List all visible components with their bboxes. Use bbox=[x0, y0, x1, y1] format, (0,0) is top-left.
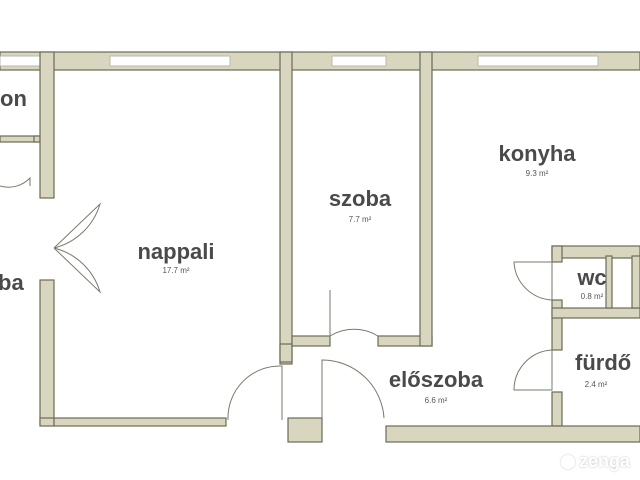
room-name-balkon: on bbox=[0, 86, 27, 111]
room-name-konyha: konyha bbox=[498, 141, 576, 166]
doors bbox=[0, 176, 553, 421]
room-name-szoba: szoba bbox=[329, 186, 392, 211]
room-area-konyha: 9.3 m² bbox=[526, 169, 549, 178]
zenga-logo-icon bbox=[560, 454, 575, 469]
room-area-wc: 0.8 m² bbox=[581, 292, 604, 301]
room-area-furdo: 2.4 m² bbox=[585, 380, 608, 389]
brand-logo: zenga bbox=[560, 451, 630, 472]
room-name-furdo: fürdő bbox=[575, 350, 631, 375]
brand-name: zenga bbox=[578, 451, 630, 471]
room-area-nappali: 17.7 m² bbox=[162, 266, 189, 275]
room-name-eloszoba: előszoba bbox=[389, 367, 484, 392]
room-area-eloszoba: 6.6 m² bbox=[425, 396, 448, 405]
room-name-left: ba bbox=[0, 270, 24, 295]
walls bbox=[0, 51, 640, 443]
room-area-szoba: 7.7 m² bbox=[349, 215, 372, 224]
room-name-wc: wc bbox=[576, 265, 606, 290]
room-labels: on ba nappali 17.7 m² szoba 7.7 m² konyh… bbox=[0, 86, 631, 405]
room-name-nappali: nappali bbox=[137, 239, 214, 264]
